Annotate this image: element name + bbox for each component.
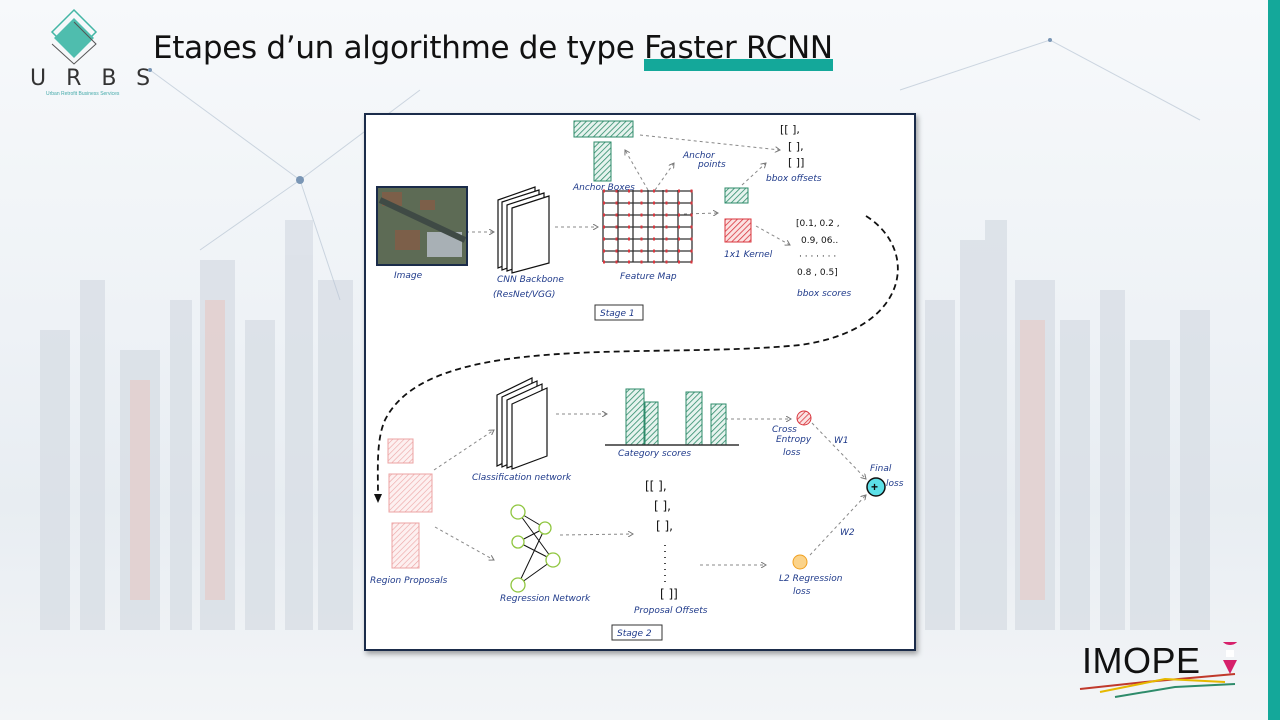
urbs-logo: URBS Urban Retrofit Business Services bbox=[14, 8, 150, 97]
label-backbone-sub: (ResNet/VGG) bbox=[493, 290, 555, 300]
label-bbox-offsets: bbox offsets bbox=[766, 174, 822, 184]
label-entropy: Entropy bbox=[776, 435, 812, 445]
imope-logo: IMOPE bbox=[1082, 640, 1201, 681]
label-l2-regression: L2 Regression bbox=[779, 574, 843, 584]
classification-network-icon bbox=[496, 377, 548, 470]
kernel-green bbox=[724, 187, 749, 204]
accent-side-bar bbox=[1268, 0, 1280, 720]
imope-logo-graphic bbox=[1079, 642, 1238, 698]
label-stage-1: Stage 1 bbox=[600, 309, 635, 319]
label-image: Image bbox=[394, 271, 423, 281]
category-bar bbox=[685, 391, 703, 446]
l2-loss-node bbox=[792, 554, 808, 570]
region-proposal bbox=[391, 522, 420, 569]
stage-2-box bbox=[611, 624, 663, 641]
scores-row: [0.1, 0.2 , bbox=[796, 219, 840, 229]
label-proposal-offsets: Proposal Offsets bbox=[634, 606, 708, 616]
urbs-subtitle: Urban Retrofit Business Services bbox=[46, 91, 120, 97]
region-proposal bbox=[388, 473, 433, 513]
label-category-scores: Category scores bbox=[618, 449, 691, 459]
cross-entropy-loss-node bbox=[796, 410, 812, 426]
label-final-loss: loss bbox=[886, 479, 904, 489]
label-stage-2: Stage 2 bbox=[617, 629, 652, 639]
label-w2: W2 bbox=[840, 528, 855, 538]
label-regression-network: Regression Network bbox=[500, 594, 591, 604]
offsets-row: [ ]] bbox=[788, 156, 804, 169]
label-anchor-boxes: Anchor Boxes bbox=[572, 183, 635, 193]
label-cnn-backbone: CNN Backbone bbox=[497, 275, 564, 285]
svg-text:+: + bbox=[871, 480, 878, 494]
anchor-box-wide bbox=[573, 120, 634, 138]
proposal-row: [ ], bbox=[656, 519, 673, 533]
label-w1: W1 bbox=[834, 436, 849, 446]
label-feature-map: Feature Map bbox=[620, 272, 677, 282]
category-bar bbox=[644, 401, 659, 446]
label-kernel: 1x1 Kernel bbox=[724, 250, 773, 260]
scores-row: 0.8 , 0.5] bbox=[797, 268, 838, 278]
category-bar bbox=[625, 388, 645, 446]
label-bbox-scores: bbox scores bbox=[797, 289, 852, 299]
sum-node-icon bbox=[866, 477, 886, 497]
anchor-box-tall bbox=[593, 141, 612, 182]
proposal-row: [ ]] bbox=[660, 587, 678, 601]
stage-1-box bbox=[594, 304, 644, 321]
scores-row: 0.9, 06.. bbox=[801, 236, 838, 246]
urbs-diamond-icon bbox=[50, 8, 98, 65]
label-ce-loss: loss bbox=[783, 448, 801, 458]
proposal-row: [ ], bbox=[654, 499, 671, 513]
label-cross: Cross bbox=[772, 425, 797, 435]
urbs-letters: URBS bbox=[30, 66, 171, 91]
offsets-row: [[ ], bbox=[780, 123, 800, 136]
title-text: Etapes d’un algorithme de type bbox=[153, 30, 645, 66]
category-score-bars bbox=[625, 388, 727, 446]
label-classification-network: Classification network bbox=[472, 473, 572, 483]
regression-network-icon bbox=[510, 504, 561, 593]
label-anchor: Anchor bbox=[682, 151, 716, 161]
proposal-row: [[ ], bbox=[645, 479, 667, 493]
label-l2-loss: loss bbox=[793, 587, 811, 597]
offsets-row: [ ], bbox=[788, 140, 804, 153]
kernel-red bbox=[724, 218, 752, 243]
label-points: points bbox=[697, 160, 726, 170]
scores-row: · · · · · · · bbox=[799, 252, 836, 262]
cnn-backbone-icon bbox=[497, 186, 550, 274]
label-final: Final bbox=[870, 464, 892, 474]
region-proposal bbox=[387, 438, 414, 464]
category-bar bbox=[710, 403, 727, 446]
label-region-proposals: Region Proposals bbox=[370, 576, 448, 586]
